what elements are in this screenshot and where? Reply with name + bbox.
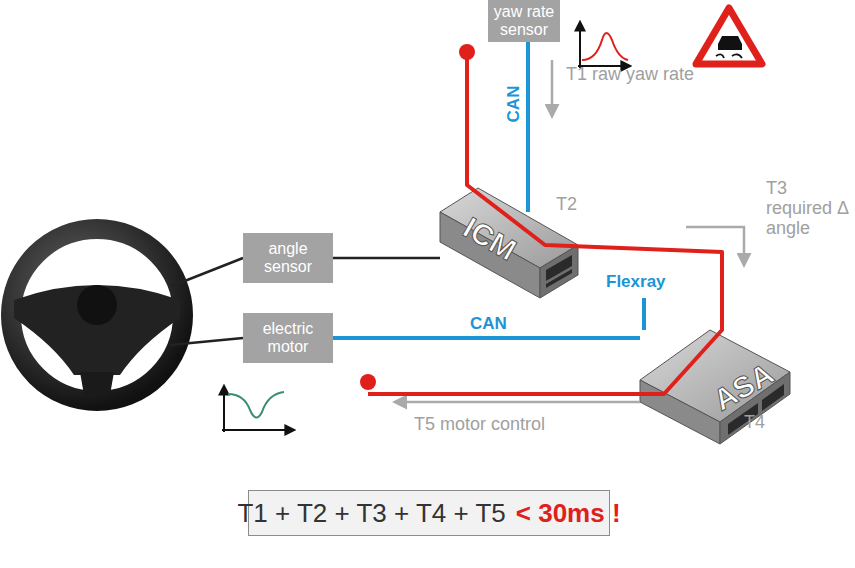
timing-arrow	[551, 60, 554, 116]
bus-line	[644, 298, 645, 330]
node-label: yaw rate sensor	[493, 3, 555, 39]
wire	[170, 338, 243, 345]
yaw-graph-icon	[578, 22, 630, 68]
node-label: ICM	[457, 211, 522, 268]
timing-label: T2	[556, 194, 596, 214]
timing-arrow	[395, 401, 640, 404]
node-label: angle sensor	[248, 240, 328, 276]
motor-box: electric motor	[243, 313, 333, 363]
sensor-box: yaw rate sensor	[488, 0, 560, 42]
timing-label: T1 raw yaw rate	[566, 64, 766, 84]
ecu-housing	[640, 330, 790, 444]
node-label: electric motor	[248, 320, 328, 356]
timing-label: T4	[744, 412, 784, 432]
bus-label: CAN	[504, 84, 524, 125]
ecu-icm: ICM	[440, 212, 578, 298]
warning-sign	[696, 8, 762, 64]
bus-line	[528, 42, 529, 212]
timing-label: T3 required Δ angle	[766, 178, 852, 238]
signal-wire	[333, 258, 440, 259]
bus-label: CAN	[468, 314, 509, 334]
bus-label: Flexray	[604, 272, 668, 292]
bus-line	[333, 338, 640, 339]
node-label: ASA	[708, 356, 780, 417]
formula-text: < 30ms !	[516, 498, 621, 529]
ecu-asa: ASA	[640, 330, 790, 444]
steering-wheel	[11, 229, 183, 401]
formula-box: T1 + T2 + T3 + T4 + T5< 30ms !	[248, 490, 610, 536]
timing-arrow	[686, 227, 744, 265]
formula-text: T1 + T2 + T3 + T4 + T5	[237, 498, 505, 529]
wire	[172, 258, 243, 286]
motor-graph-icon	[222, 386, 294, 432]
timing-label: T5 motor control	[414, 414, 634, 434]
sensor-box: angle sensor	[243, 233, 333, 283]
